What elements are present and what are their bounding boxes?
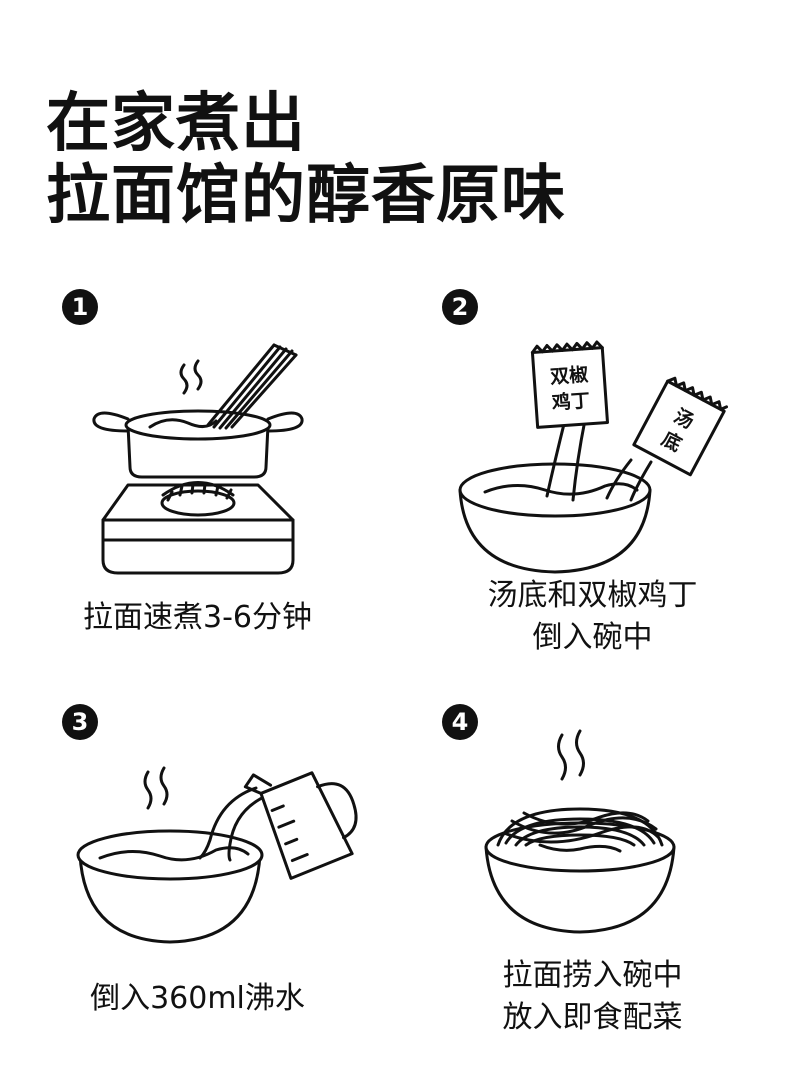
title-line-1: 在家煮出 xyxy=(46,87,306,161)
caption-line: 拉面捞入碗中 xyxy=(502,958,683,993)
step-2: 2 双椒 鸡丁 汤 底 汤底和双椒鸡丁 倒入碗中 xyxy=(395,285,790,665)
pour-water-into-bowl-illustration xyxy=(76,766,358,944)
caption-line: 放入即食配菜 xyxy=(502,1000,683,1035)
step-number-badge: 4 xyxy=(442,704,478,740)
caption-line: 汤底和双椒鸡丁 xyxy=(487,578,698,613)
step-number-badge: 2 xyxy=(442,289,478,325)
step-3-caption: 倒入360ml沸水 xyxy=(0,978,395,1020)
step-4: 4 拉面捞入碗中 放入即食配菜 xyxy=(395,700,790,1080)
step-number-badge: 1 xyxy=(62,289,98,325)
packet-left-label-1: 双椒 xyxy=(549,363,589,389)
packet-left-label-2: 鸡丁 xyxy=(550,389,591,415)
step-1: 1 拉面速煮3-6分钟 xyxy=(0,285,395,665)
step-1-caption: 拉面速煮3-6分钟 xyxy=(0,597,395,639)
step-2-caption: 汤底和双椒鸡丁 倒入碗中 xyxy=(395,575,790,659)
packets-into-bowl-illustration: 双椒 鸡丁 汤 底 xyxy=(458,340,729,574)
step-number-badge: 3 xyxy=(62,704,98,740)
page-title: 在家煮出 拉面馆的醇香原味 xyxy=(46,88,566,232)
caption-line: 倒入360ml沸水 xyxy=(90,981,305,1016)
step-3: 3 倒入360ml沸水 xyxy=(0,700,395,1080)
title-line-2: 拉面馆的醇香原味 xyxy=(46,159,566,233)
noodle-bowl-illustration xyxy=(484,729,676,934)
caption-line: 拉面速煮3-6分钟 xyxy=(83,600,312,635)
boiling-pot-on-stove-illustration xyxy=(92,343,304,575)
caption-line: 倒入碗中 xyxy=(532,620,653,655)
step-4-caption: 拉面捞入碗中 放入即食配菜 xyxy=(395,955,790,1039)
